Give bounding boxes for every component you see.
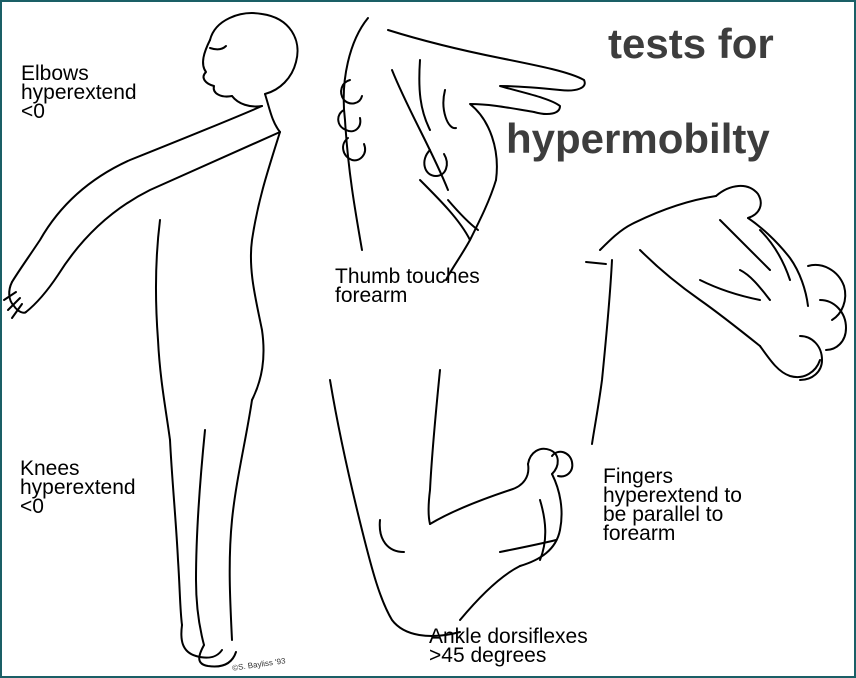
thumb-label: Thumb touches forearm <box>335 267 480 305</box>
fingers-hyperextend-illustration <box>586 186 846 444</box>
ankle-dorsiflexion-illustration <box>330 370 572 636</box>
fingers-label: Fingers hyperextend to be parallel to fo… <box>603 467 742 543</box>
ankle-label: Ankle dorsiflexes >45 degrees <box>429 627 588 665</box>
title-line-2: hypermobilty <box>506 115 770 163</box>
knees-label: Knees hyperextend <0 <box>20 459 136 516</box>
elbows-label: Elbows hyperextend <0 <box>21 64 137 121</box>
title-line-1: tests for <box>608 20 774 68</box>
